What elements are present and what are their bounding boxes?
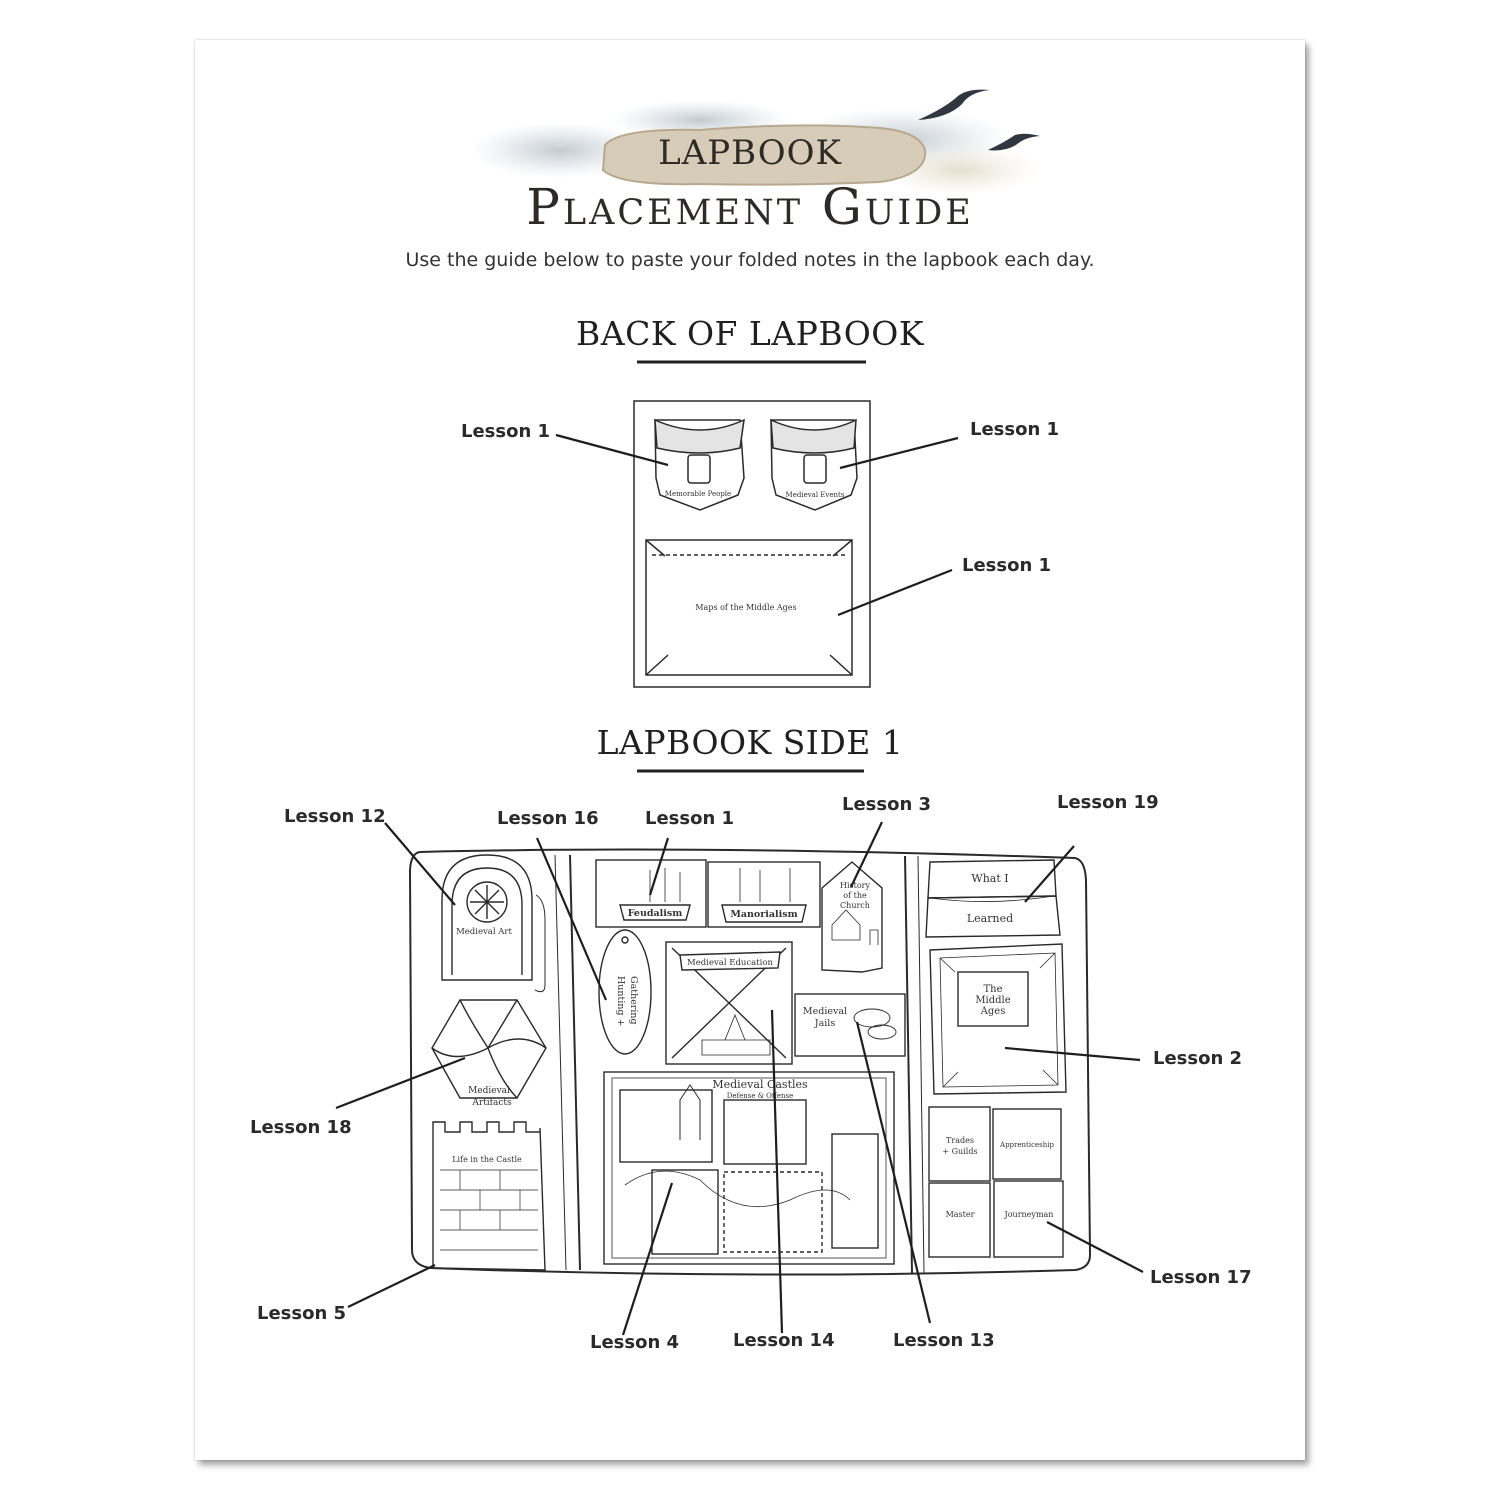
caption-apprenticeship: Apprenticeship bbox=[999, 1141, 1054, 1149]
hunting-oval bbox=[598, 929, 652, 1055]
label-lesson-1: Lesson 1 bbox=[645, 808, 735, 829]
pocket-medieval-events bbox=[770, 418, 858, 511]
instructions-text: Use the guide below to paste your folded… bbox=[405, 249, 1095, 271]
envelope-caption: Maps of the Middle Ages bbox=[695, 603, 796, 612]
caption-church-2: of the bbox=[843, 891, 867, 900]
caption-manorialism: Manorialism bbox=[730, 909, 797, 920]
caption-hunting-1: Hunting + bbox=[615, 976, 626, 1027]
caption-education: Medieval Education bbox=[687, 958, 773, 968]
label-lesson-5: Lesson 5 bbox=[257, 1303, 347, 1324]
label-lesson-19: Lesson 19 bbox=[1057, 792, 1159, 813]
middle-ages-book bbox=[929, 943, 1067, 1095]
worksheet-page bbox=[195, 40, 1305, 1460]
caption-middle-ages-1: The bbox=[983, 984, 1002, 995]
caption-middle-ages-2: Middle bbox=[975, 995, 1010, 1006]
heading-back-of-lapbook: BACK OF LAPBOOK bbox=[576, 314, 924, 353]
caption-jails-2: Jails bbox=[814, 1018, 836, 1029]
side1-folder bbox=[408, 848, 1092, 1276]
label-back-lesson-1-left: Lesson 1 bbox=[461, 421, 551, 442]
back-lapbook-panel bbox=[633, 400, 871, 688]
feudalism-card bbox=[595, 859, 707, 928]
caption-feudalism: Feudalism bbox=[628, 908, 683, 919]
envelope-maps bbox=[645, 539, 853, 676]
back-leader-lines bbox=[555, 433, 959, 617]
castles-card bbox=[603, 1071, 895, 1265]
label-lesson-13: Lesson 13 bbox=[893, 1330, 995, 1351]
manorialism-card bbox=[707, 861, 821, 928]
caption-trades-1: Trades bbox=[946, 1136, 974, 1145]
caption-artifacts-2: Artifacts bbox=[471, 1098, 512, 1108]
label-lesson-2: Lesson 2 bbox=[1153, 1048, 1243, 1069]
education-card bbox=[665, 941, 793, 1065]
label-lesson-14: Lesson 14 bbox=[733, 1330, 835, 1351]
label-lesson-16: Lesson 16 bbox=[497, 808, 599, 829]
side1-leader-lines bbox=[335, 821, 1144, 1336]
label-lesson-18: Lesson 18 bbox=[250, 1117, 352, 1138]
label-lesson-4: Lesson 4 bbox=[590, 1332, 680, 1353]
label-lesson-17: Lesson 17 bbox=[1150, 1267, 1252, 1288]
caption-trades-2: + Guilds bbox=[942, 1147, 977, 1156]
label-back-lesson-1-right: Lesson 1 bbox=[970, 419, 1060, 440]
title-placement-guide: Placement Guide bbox=[526, 178, 974, 236]
caption-castles-sub: Defense & Offense bbox=[727, 1092, 794, 1100]
label-lesson-3: Lesson 3 bbox=[842, 794, 932, 815]
church-card bbox=[821, 861, 883, 973]
pocket-left-caption: Memorable People bbox=[665, 490, 731, 498]
caption-medieval-art: Medieval Art bbox=[456, 927, 512, 937]
pocket-memorable-people bbox=[654, 418, 745, 511]
medieval-artifacts-hexagon bbox=[431, 999, 547, 1099]
medieval-art-arch bbox=[441, 854, 546, 993]
caption-jails-1: Medieval bbox=[803, 1006, 847, 1017]
caption-master: Master bbox=[946, 1210, 975, 1219]
life-in-castle-card bbox=[432, 1121, 546, 1271]
caption-learned: Learned bbox=[967, 912, 1013, 925]
label-back-lesson-1-envelope: Lesson 1 bbox=[962, 555, 1052, 576]
caption-church-3: Church bbox=[840, 901, 870, 910]
caption-middle-ages-3: Ages bbox=[980, 1006, 1006, 1017]
jails-card bbox=[794, 993, 906, 1057]
caption-church-1: History bbox=[840, 881, 870, 890]
header-watercolor bbox=[470, 100, 1040, 195]
caption-castles: Medieval Castles bbox=[712, 1078, 808, 1091]
birds-icon bbox=[918, 89, 1040, 151]
caption-life-castle: Life in the Castle bbox=[452, 1155, 522, 1164]
title-lapbook: LAPBOOK bbox=[658, 133, 842, 173]
what-i-learned-folder bbox=[925, 859, 1061, 938]
caption-what-i: What I bbox=[971, 872, 1008, 885]
pocket-right-caption: Medieval Events bbox=[786, 491, 845, 499]
caption-hunting-2: Gathering bbox=[628, 976, 639, 1025]
caption-artifacts-1: Medieval bbox=[468, 1086, 510, 1096]
caption-journeyman: Journeyman bbox=[1004, 1210, 1054, 1219]
trades-guilds-card bbox=[928, 1106, 1064, 1258]
label-lesson-12: Lesson 12 bbox=[284, 806, 386, 827]
heading-lapbook-side-1: LAPBOOK SIDE 1 bbox=[596, 723, 904, 762]
